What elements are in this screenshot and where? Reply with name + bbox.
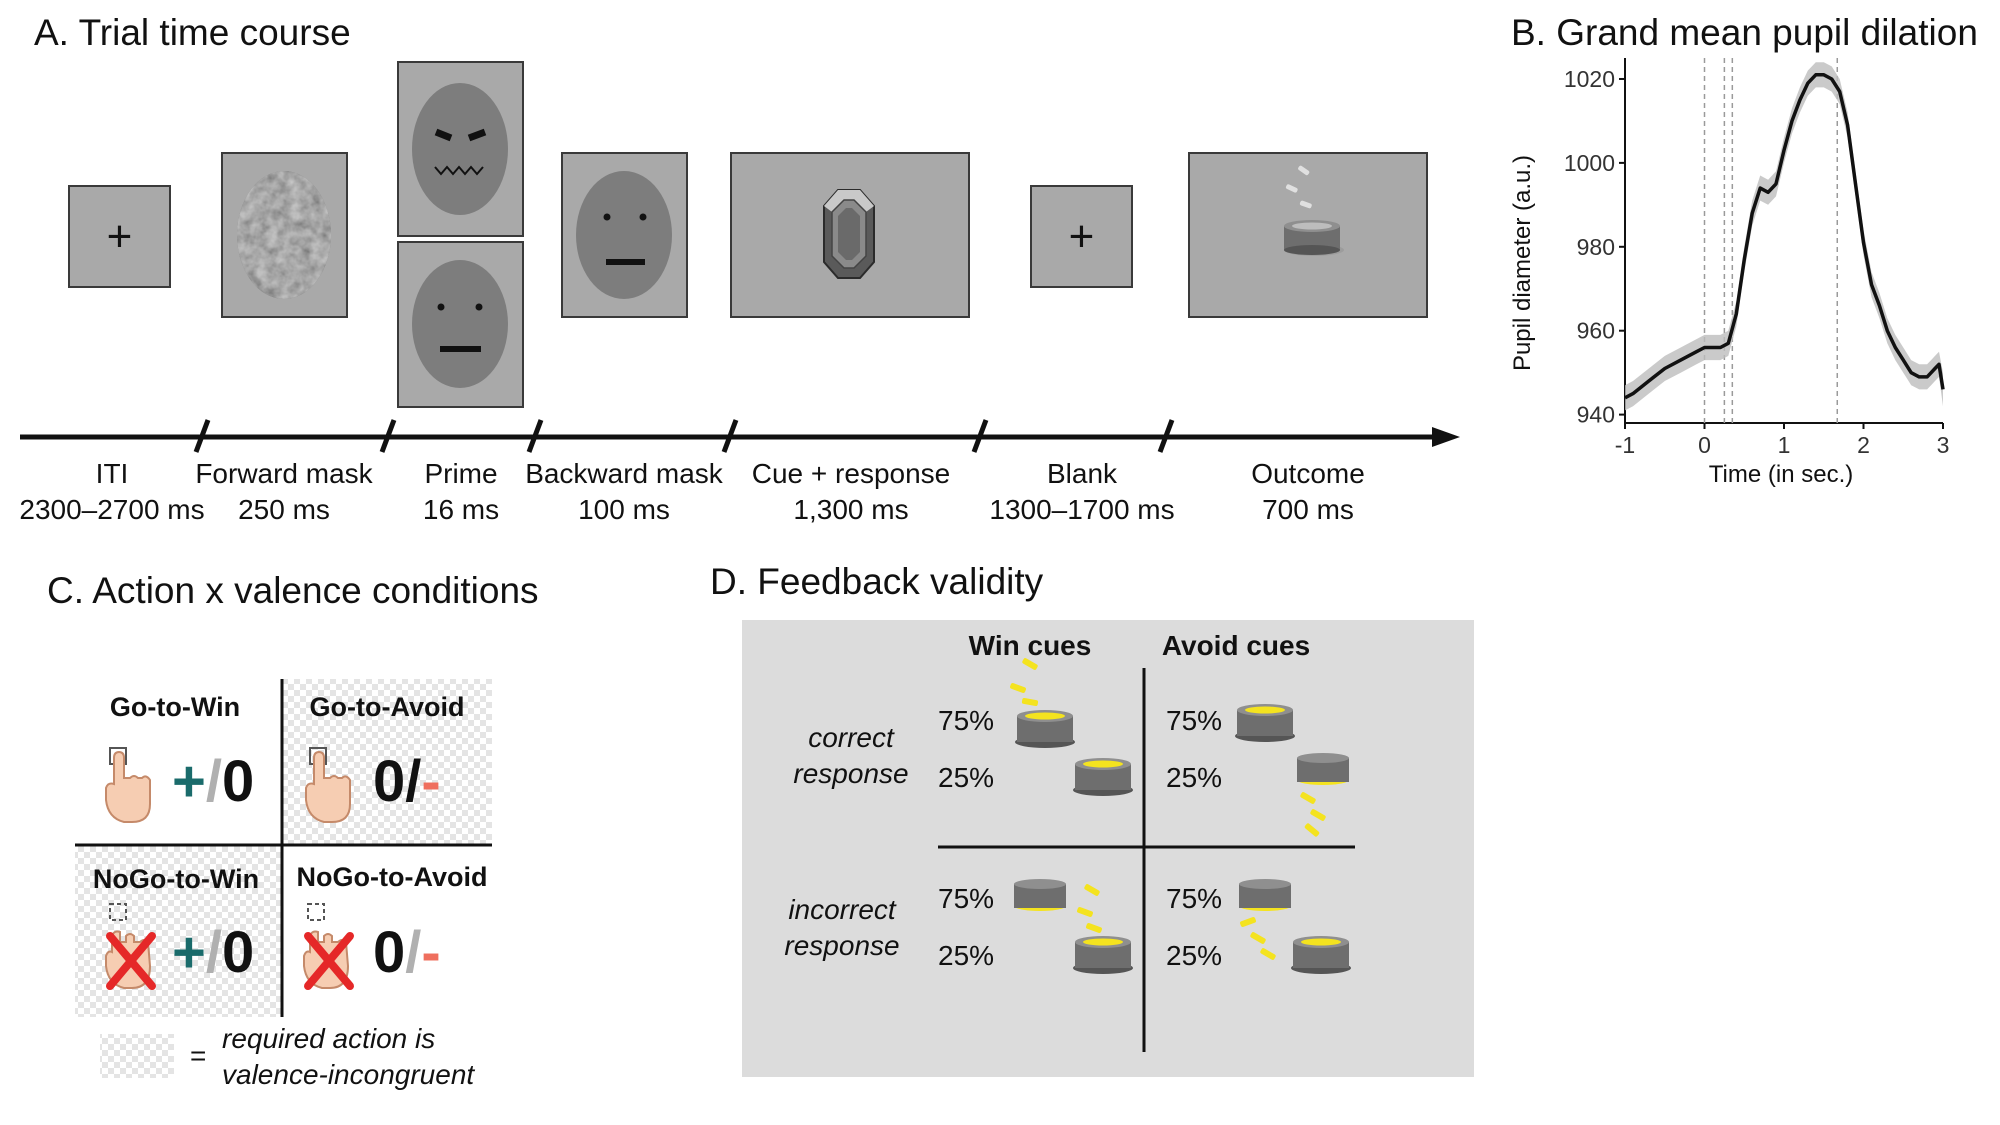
pct-incorrect-win-75: 75% <box>938 883 995 914</box>
cell-title-go-to-avoid: Go-to-Avoid <box>309 692 465 722</box>
y-tick-label: 1020 <box>1564 66 1615 92</box>
nogo-hand-icon <box>303 903 354 990</box>
pct-incorrect-avoid-75: 75% <box>1166 883 1223 914</box>
timeline-break <box>526 419 544 453</box>
panel-c-title: C. Action x valence conditions <box>47 570 539 611</box>
timeline-break <box>971 419 989 453</box>
legend-checker-swatch <box>100 1034 174 1078</box>
y-axis-label: Pupil diameter (a.u.) <box>1509 154 1536 372</box>
cell-outcome-nogo-to-avoid: 0/- <box>373 920 441 985</box>
cell-title-go-to-win: Go-to-Win <box>109 692 241 722</box>
y-tick-label: 1000 <box>1564 150 1615 176</box>
go-hand-icon <box>305 747 351 823</box>
column-header-avoid-cues: Avoid cues <box>1161 630 1311 661</box>
outcome-screen <box>1188 152 1428 318</box>
gem-cue-icon <box>823 189 875 279</box>
y-tick-label: 960 <box>1577 318 1615 344</box>
timeline-break <box>379 419 397 453</box>
x-tick-label: -1 <box>1615 432 1635 458</box>
pct-correct-avoid-75: 75% <box>1166 705 1223 736</box>
prime-neutral-screen <box>397 241 524 408</box>
neutral-face-icon <box>576 171 672 299</box>
backward-mask-screen <box>561 152 688 318</box>
column-header-win-cues: Win cues <box>968 630 1092 661</box>
x-tick-label: 2 <box>1857 432 1870 458</box>
coin-jar-icon <box>1284 165 1344 256</box>
timeline-break <box>721 419 739 453</box>
cell-title-nogo-to-win: NoGo-to-Win <box>92 864 260 894</box>
angry-face-icon <box>412 83 508 215</box>
x-tick-label: 1 <box>1778 432 1791 458</box>
x-tick-label: 3 <box>1937 432 1950 458</box>
prime-angry-screen <box>397 61 524 237</box>
confidence-band <box>1625 62 1943 411</box>
cell-outcome-go-to-win: +/0 <box>172 749 255 814</box>
fixation-cross: + <box>106 212 133 261</box>
forward-mask-screen <box>221 152 348 318</box>
mean-pupil-line <box>1624 73 1945 400</box>
cell-outcome-go-to-avoid: 0/- <box>373 749 441 814</box>
cell-outcome-nogo-to-win: +/0 <box>172 920 255 985</box>
panel-d-title: D. Feedback validity <box>710 561 1044 602</box>
blank-screen: + <box>1030 185 1133 288</box>
iti-screen: + <box>68 185 171 288</box>
panel-b-title: B. Grand mean pupil dilation <box>1511 12 1978 53</box>
pct-incorrect-avoid-25: 25% <box>1166 940 1223 971</box>
legend-equals: = <box>190 1040 207 1071</box>
noise-mask-image <box>237 171 331 299</box>
panel-a-title: A. Trial time course <box>34 12 351 53</box>
pct-correct-win-75: 75% <box>938 705 995 736</box>
timeline-break <box>193 419 211 453</box>
pct-correct-win-25: 25% <box>938 762 995 793</box>
nogo-hand-icon <box>105 903 156 990</box>
x-axis-label: Time (in sec.) <box>1708 461 1854 488</box>
cue-screen <box>730 152 970 318</box>
y-tick-label: 940 <box>1577 402 1615 428</box>
neutral-face-icon <box>412 260 508 388</box>
x-tick-label: 0 <box>1698 432 1711 458</box>
timeline-break <box>1157 419 1175 453</box>
feedback-validity-box <box>742 620 1474 1077</box>
go-hand-icon <box>105 747 151 823</box>
pct-correct-avoid-25: 25% <box>1166 762 1223 793</box>
y-tick-label: 980 <box>1577 234 1615 260</box>
fixation-cross: + <box>1068 212 1095 261</box>
pct-incorrect-win-25: 25% <box>938 940 995 971</box>
cell-title-nogo-to-avoid: NoGo-to-Avoid <box>296 862 488 892</box>
